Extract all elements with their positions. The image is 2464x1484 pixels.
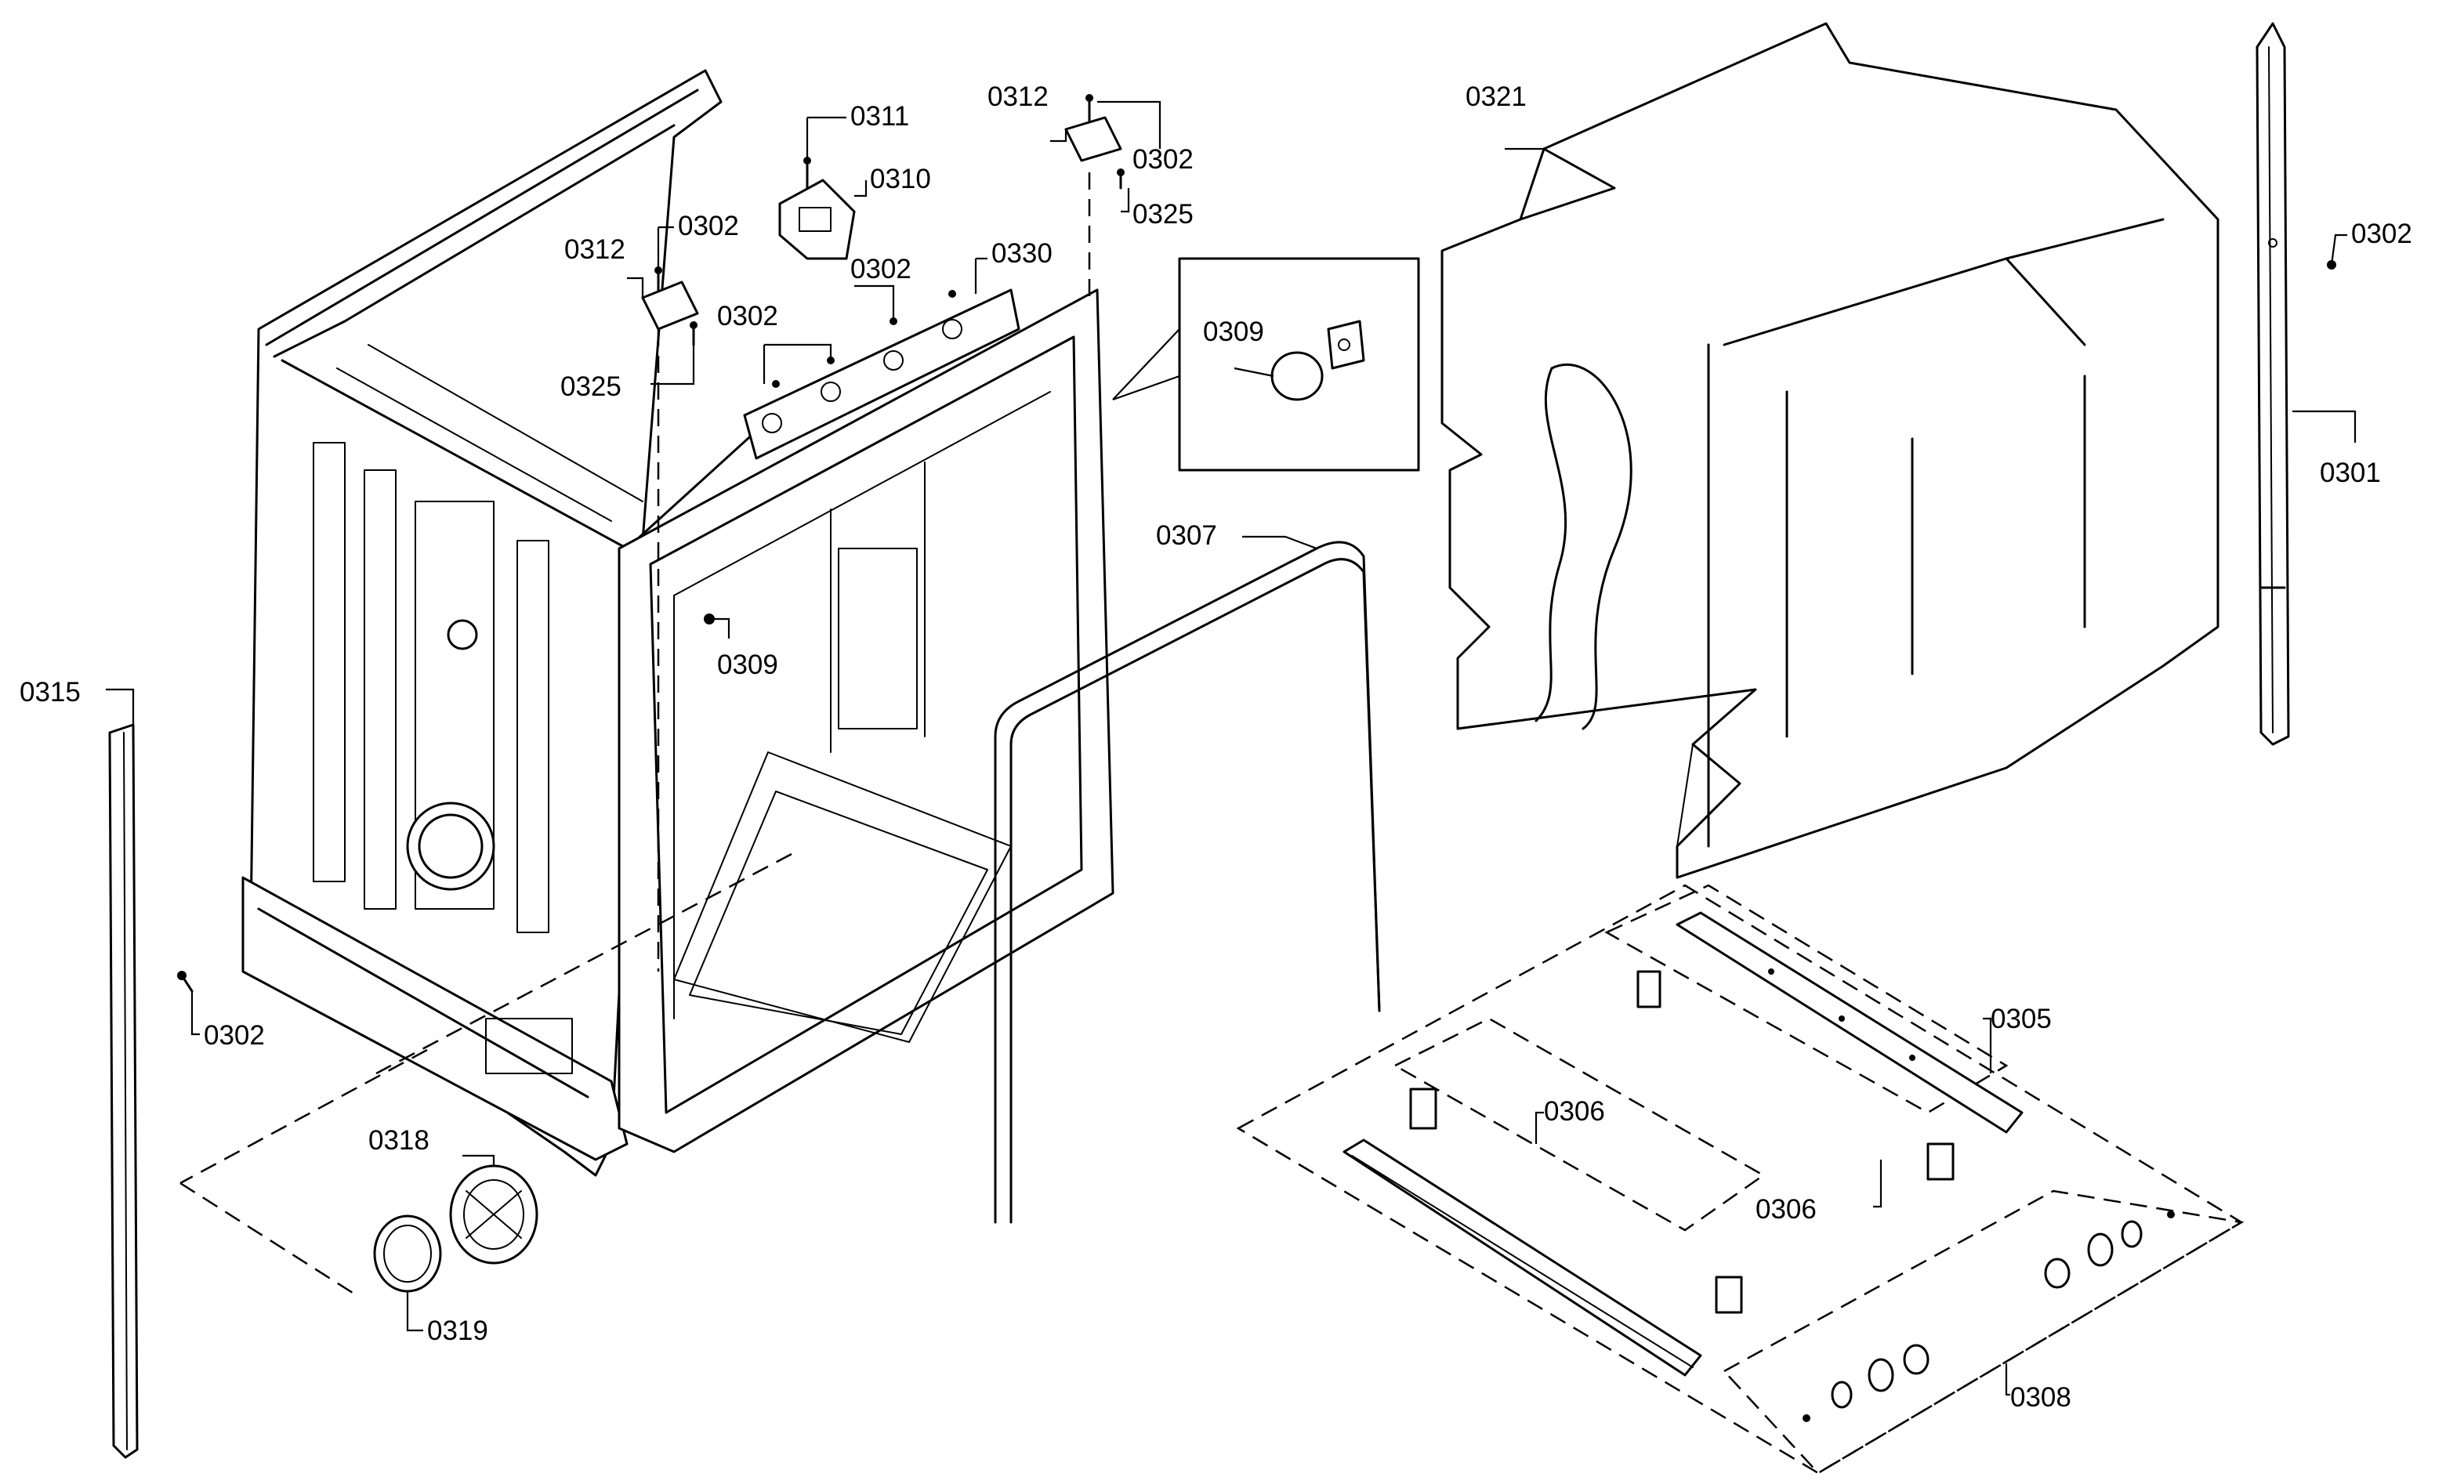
- label-0318: 0318: [368, 1125, 429, 1156]
- door-latch: [778, 179, 856, 260]
- label-0302-right-side: 0302: [2351, 219, 2412, 249]
- label-0302-mid: 0302: [850, 254, 911, 284]
- hinge-bracket-left: [641, 281, 699, 331]
- inset-box-0309: [1112, 257, 1420, 472]
- label-0308: 0308: [2010, 1382, 2071, 1413]
- label-0302-plate: 0302: [717, 301, 778, 331]
- label-0309-tub: 0309: [717, 650, 778, 680]
- leader-lines: [106, 100, 2357, 1396]
- filter-cover: [449, 1164, 538, 1265]
- side-trim-left: [108, 723, 194, 1459]
- label-0325-right: 0325: [1132, 199, 1194, 230]
- label-0306-lower: 0306: [1756, 1194, 1817, 1225]
- label-0319: 0319: [427, 1316, 488, 1346]
- label-0307: 0307: [1156, 520, 1217, 551]
- label-0315: 0315: [20, 677, 81, 708]
- label-0302-left-side: 0302: [204, 1020, 265, 1051]
- label-0311: 0311: [850, 101, 909, 132]
- label-0309-inset: 0309: [1203, 317, 1264, 347]
- label-0306-upper: 0306: [1544, 1096, 1605, 1127]
- label-0312-right: 0312: [987, 81, 1049, 112]
- label-0312-left: 0312: [564, 234, 625, 265]
- label-0302-left-top: 0302: [678, 211, 739, 241]
- base-rail-assembly: [1236, 884, 2245, 1475]
- label-0301: 0301: [2320, 458, 2381, 488]
- seal-ring: [373, 1214, 442, 1293]
- label-0321: 0321: [1466, 81, 1527, 112]
- label-0310: 0310: [870, 164, 931, 194]
- label-0305: 0305: [1991, 1004, 2052, 1034]
- tub-assembly: [241, 69, 1114, 1177]
- label-0330: 0330: [991, 238, 1053, 269]
- label-0302-right-top: 0302: [1132, 144, 1194, 175]
- hinge-bracket-right: [1064, 116, 1122, 162]
- insulation-blanket: [1440, 22, 2219, 879]
- label-0325-left: 0325: [560, 371, 621, 402]
- part-labels: 0311 0312 0302 0325 0310 0312 0302 0302 …: [20, 81, 2412, 1413]
- side-trim-right: [2256, 22, 2336, 746]
